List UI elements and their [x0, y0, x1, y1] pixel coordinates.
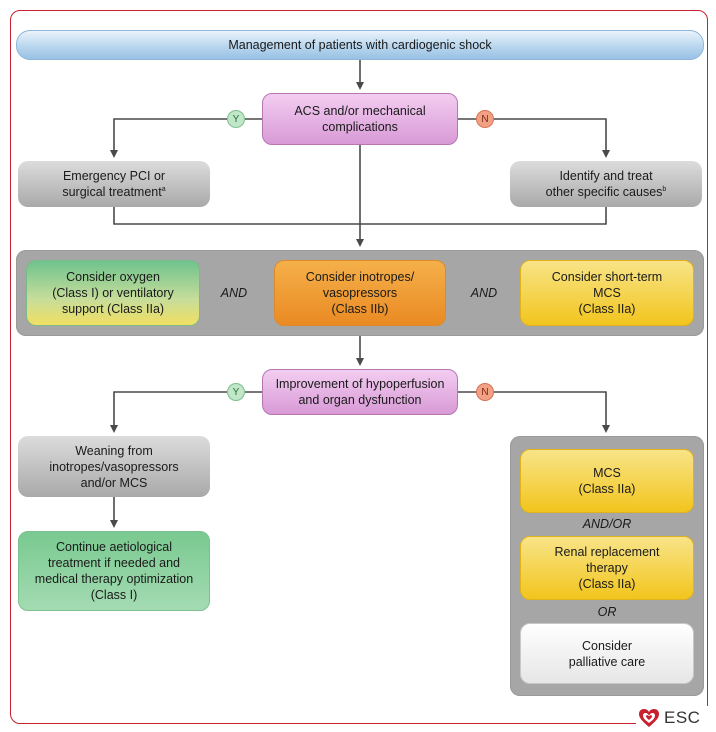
and-connector-2: AND	[470, 286, 498, 300]
decision-acs: ACS and/or mechanical complications	[262, 93, 458, 145]
decision-improvement-line2: and organ dysfunction	[298, 393, 422, 407]
continue-line4: (Class I)	[90, 588, 138, 602]
mcs-line1: MCS	[593, 466, 621, 480]
yes-badge-1: Y	[227, 110, 245, 128]
renal-replacement-box: Renal replacement therapy (Class IIa)	[520, 536, 694, 600]
or-connector: OR	[597, 605, 617, 619]
title-bar: Management of patients with cardiogenic …	[16, 30, 704, 60]
emergency-pci-box: Emergency PCI or surgical treatmenta	[18, 161, 210, 207]
continue-line1: Continue aetiological	[55, 540, 173, 554]
mcs-line2: (Class IIa)	[578, 482, 636, 496]
arrow-q2-no-to-panel	[458, 391, 610, 433]
consider-mcs-box: Consider short-term MCS (Class IIa)	[520, 260, 694, 326]
continue-line3: medical therapy optimization	[34, 572, 194, 586]
other-footnote-mark: b	[662, 185, 667, 193]
inotropes-line1: Consider inotropes/	[305, 270, 415, 284]
mcs-short-line2: MCS	[593, 286, 621, 300]
palliative-care-box: Consider palliative care	[520, 623, 694, 684]
other-line2-text: other specific causes	[545, 185, 663, 199]
consider-inotropes-box: Consider inotropes/ vasopressors (Class …	[274, 260, 446, 326]
and-or-connector: AND/OR	[582, 517, 632, 531]
other-line1: Identify and treat	[559, 169, 653, 183]
weaning-line1: Weaning from	[75, 443, 153, 458]
no-badge-2: N	[476, 383, 494, 401]
decision-improvement-line1: Improvement of hypoperfusion	[275, 377, 445, 391]
mcs-short-line1: Consider short-term	[551, 270, 663, 284]
and-connector-1: AND	[220, 286, 248, 300]
decision-acs-line1: ACS and/or mechanical	[294, 104, 426, 118]
inotropes-line3: (Class IIb)	[331, 302, 389, 316]
oxygen-line2: (Class I) or ventilatory	[52, 286, 174, 300]
heart-icon	[639, 709, 659, 727]
continue-line2: treatment if needed and	[47, 556, 181, 570]
oxygen-line1: Consider oxygen	[66, 270, 160, 284]
renal-line2: therapy	[586, 561, 628, 575]
mcs-box: MCS (Class IIa)	[520, 449, 694, 513]
decision-improvement: Improvement of hypoperfusion and organ d…	[262, 369, 458, 415]
oxygen-line3: support (Class IIa)	[61, 302, 165, 316]
pci-footnote-mark: a	[161, 185, 166, 193]
esc-logo-text: ESC	[664, 708, 701, 727]
other-line2: other specific causesb	[546, 184, 667, 200]
weaning-line2: inotropes/vasopressors	[49, 459, 179, 474]
esc-logo: ESC	[636, 706, 714, 730]
renal-line3: (Class IIa)	[578, 577, 636, 591]
title-text: Management of patients with cardiogenic …	[228, 38, 492, 52]
pci-line2: surgical treatmenta	[62, 184, 165, 200]
pci-line2-text: surgical treatment	[62, 185, 162, 199]
arrow-q1-no-to-other	[458, 118, 610, 158]
decision-acs-line2: complications	[322, 120, 398, 134]
renal-line1: Renal replacement	[554, 545, 660, 559]
no-badge-1: N	[476, 110, 494, 128]
mcs-short-line3: (Class IIa)	[578, 302, 636, 316]
continue-treatment-box: Continue aetiological treatment if neede…	[18, 531, 210, 611]
palliative-line2: palliative care	[568, 654, 646, 669]
merge-line	[113, 207, 607, 225]
consider-oxygen-box: Consider oxygen (Class I) or ventilatory…	[26, 260, 200, 326]
other-causes-box: Identify and treat other specific causes…	[510, 161, 702, 207]
weaning-box: Weaning from inotropes/vasopressors and/…	[18, 436, 210, 497]
arrow-q1-yes-to-pci	[110, 118, 262, 158]
palliative-line1: Consider	[581, 638, 633, 653]
weaning-line3: and/or MCS	[80, 475, 148, 490]
inotropes-line2: vasopressors	[322, 286, 398, 300]
outer-frame	[10, 10, 708, 724]
arrow-q2-yes-to-weaning	[110, 391, 262, 433]
yes-badge-2: Y	[227, 383, 245, 401]
pci-line1: Emergency PCI or	[62, 169, 166, 183]
